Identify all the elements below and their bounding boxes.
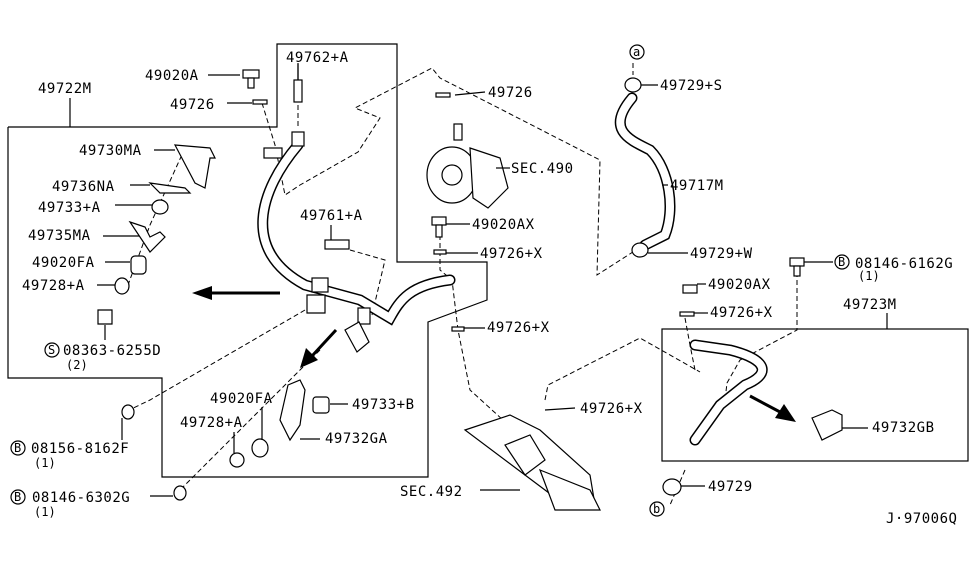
bolt-marker-icon: [10, 489, 26, 505]
qty-08363-6255D: (2): [66, 358, 88, 372]
power-steering-pump: [426, 91, 510, 332]
bolt-marker: B: [14, 441, 21, 455]
sensor-49761A: [324, 225, 350, 250]
label-49726X-center: 49726+X: [487, 320, 550, 336]
bolt-marker-icon: [834, 254, 850, 270]
diagram-reference-code: J·97006Q: [886, 511, 957, 527]
return-hose-49723M: [649, 257, 868, 517]
direction-arrows: [192, 286, 796, 422]
label-49728A: 49728+A: [22, 278, 85, 294]
label-49762A: 49762+A: [286, 50, 349, 66]
label-49733B: 49733+B: [352, 397, 415, 413]
qty-08146-6162G: (1): [858, 269, 880, 283]
label-08146-6302G: 08146-6302G: [32, 490, 130, 506]
bolt-marker-icon: [10, 440, 26, 456]
label-49735MA: 49735MA: [28, 228, 91, 244]
label-49729S: 49729+S: [660, 78, 723, 94]
label-49726-pump: 49726: [488, 85, 533, 101]
label-49733A: 49733+A: [38, 200, 101, 216]
label-49726X-lower: 49726+X: [580, 401, 643, 417]
steering-gear: [463, 414, 601, 511]
label-08363-6255D: 08363-6255D: [63, 343, 161, 359]
left-small-parts: [97, 69, 268, 340]
label-49020AX-right: 49020AX: [708, 277, 771, 293]
pressure-hose-49722M: [257, 131, 456, 353]
label-08146-6162G: 08146-6162G: [855, 256, 953, 272]
label-08156-8162F: 08156-8162F: [31, 441, 129, 457]
label-49020FA: 49020FA: [32, 255, 95, 271]
lower-parts: [121, 379, 348, 501]
label-sec492: SEC.492: [400, 484, 463, 500]
label-49726X-right: 49726+X: [710, 305, 773, 321]
label-49726: 49726: [170, 97, 215, 113]
assembly-frame-49723M: [661, 328, 969, 462]
label-49736NA: 49736NA: [52, 179, 115, 195]
assembly-frame-49722M: [7, 43, 488, 478]
return-hose-49717M: [614, 44, 688, 258]
leader-lines: [297, 63, 576, 411]
connector-a: a: [633, 45, 640, 59]
label-49020FA-lower: 49020FA: [210, 391, 273, 407]
label-49726X-pump: 49726+X: [480, 246, 543, 262]
label-sec490: SEC.490: [511, 161, 574, 177]
bolt-marker: B: [838, 255, 845, 269]
label-49722M: 49722M: [38, 81, 92, 97]
label-49761A: 49761+A: [300, 208, 363, 224]
connector-b: b: [653, 502, 660, 516]
label-49729W: 49729+W: [690, 246, 753, 262]
label-49020A: 49020A: [145, 68, 199, 84]
label-49729: 49729: [708, 479, 753, 495]
screw-marker-icon: [44, 342, 60, 358]
label-49020AX-pump: 49020AX: [472, 217, 535, 233]
label-49730MA: 49730MA: [79, 143, 142, 159]
qty-08156-8162F: (1): [34, 456, 56, 470]
label-49732GB: 49732GB: [872, 420, 935, 436]
label-49728A-lower: 49728+A: [180, 415, 243, 431]
label-49723M: 49723M: [843, 297, 897, 313]
label-49717M: 49717M: [670, 178, 724, 194]
screw-marker: S: [48, 343, 55, 357]
qty-08146-6302G: (1): [34, 505, 56, 519]
label-49732GA: 49732GA: [325, 431, 388, 447]
bolt-marker: B: [14, 490, 21, 504]
